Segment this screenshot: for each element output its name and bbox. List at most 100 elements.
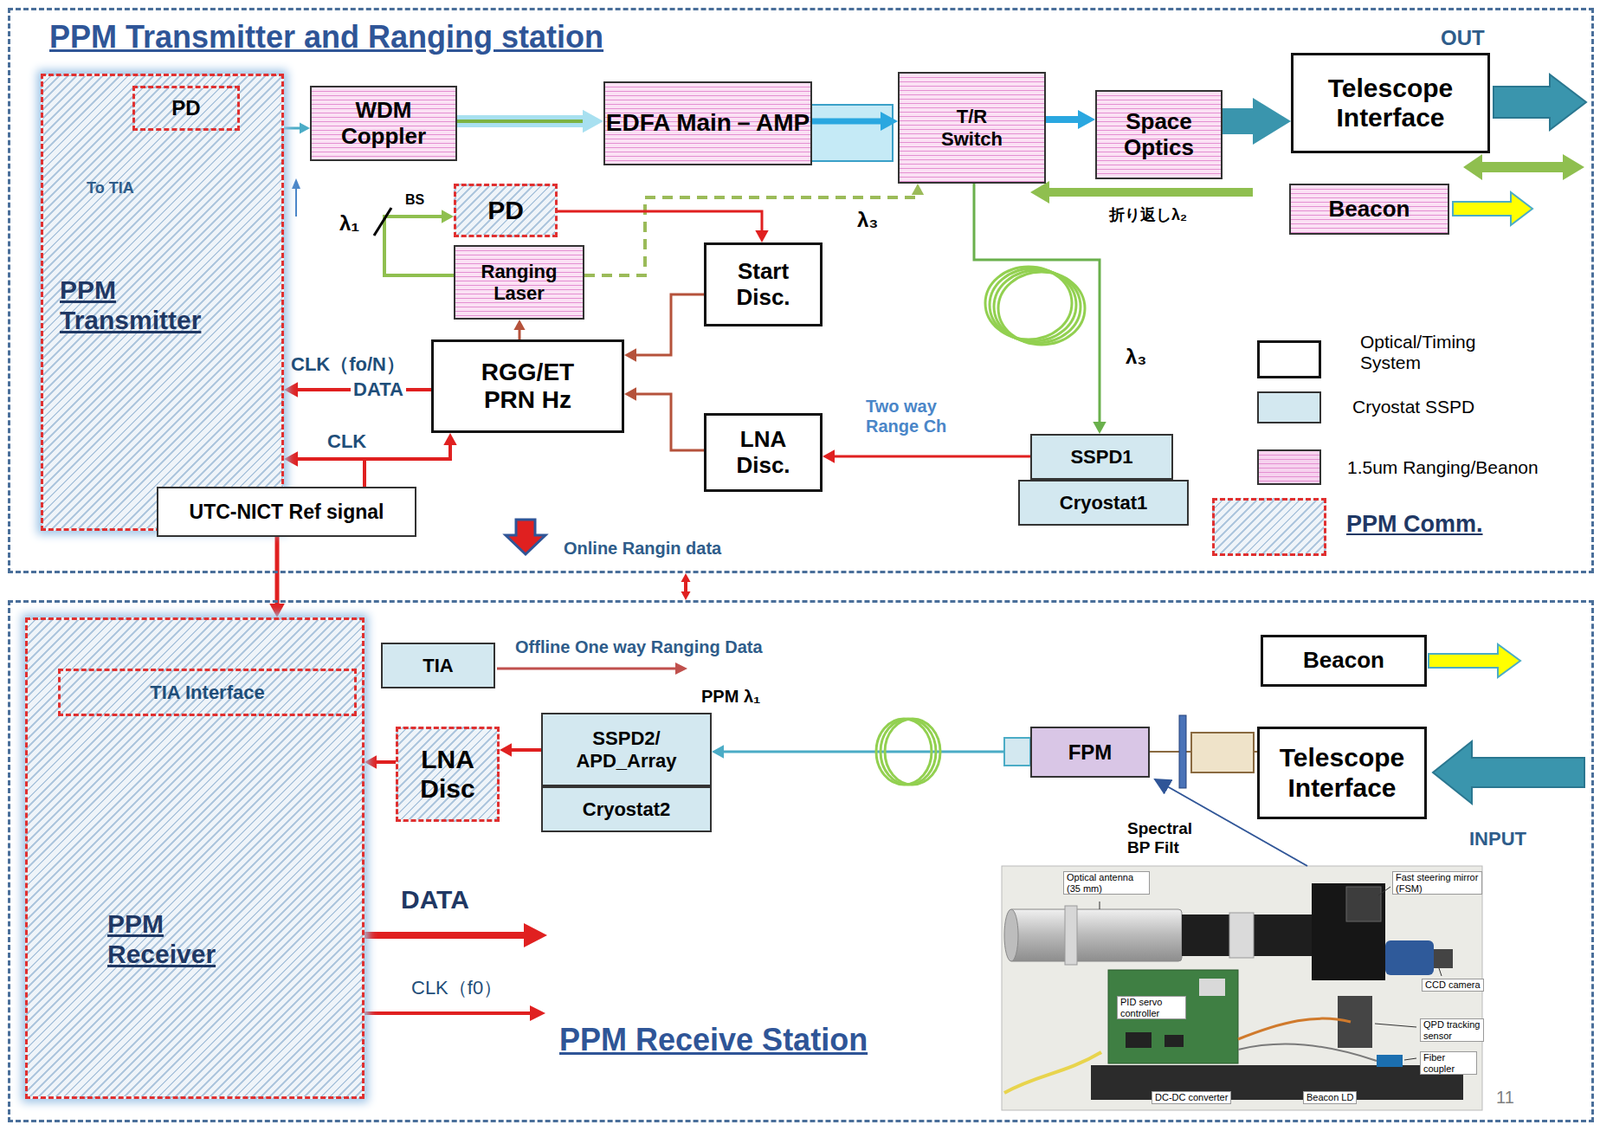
device-photo [1374,1023,1417,1027]
box-label: T/R Switch [930,105,1013,150]
discriminator-box: Start Disc. [703,242,823,327]
heading-text: PPM Transmitter and Ranging station [49,19,604,55]
arrow-head [754,230,768,243]
device-photo [1378,886,1391,896]
heading-text: PPM Receiver [107,909,272,969]
connector-line [832,455,1031,459]
double-arrow [1463,154,1585,181]
offline-arrow [675,662,688,675]
arrow-head [283,451,298,467]
arrow-head [364,754,377,768]
device-photo [1199,978,1226,996]
wavelength-label: λ₃ [1125,344,1147,369]
thin-arrow [291,178,301,189]
detector-box: SSPD2/ APD_Array [541,712,712,787]
tia-box: TIA [380,642,496,689]
discriminator-box: LNA Disc [395,726,500,822]
input-arrow [1432,741,1585,804]
connector [283,451,365,487]
connector [499,742,542,756]
fiber-coil [876,718,941,785]
thin-arrow [291,178,301,217]
device-photo [1001,865,1483,1110]
connector [1222,97,1291,145]
box-label: TIA Interface [149,681,265,704]
fiber-coil [884,718,941,785]
device-photo [1125,1032,1152,1048]
connector [624,387,704,451]
edge-label: DATA [350,378,407,400]
device-photo [1008,909,1182,962]
photo-callout: Fiber coupler [1419,1051,1478,1075]
down-arrow [505,519,546,555]
connector-line [509,748,542,752]
optic-tube [1191,732,1254,773]
device-photo [1404,1058,1417,1060]
device-photo [1238,1018,1351,1039]
box-label: UTC-NICT Ref signal [189,500,385,523]
beacon-arrow [1428,644,1521,678]
signal-label: CLK（f0） [411,976,503,999]
device-photo [1376,1054,1403,1067]
box-label: PD [171,96,200,121]
wavelength-label: PPM λ₁ [701,686,761,707]
telescope-box: Telescope Interface [1257,726,1427,820]
connector [513,319,525,340]
photodiode-box: PD [453,183,558,238]
photo-callout: QPD tracking sensor [1419,1018,1484,1042]
device-photo [1438,967,1442,976]
box-label: RGG/ET PRN Hz [463,358,594,414]
connector [711,744,1031,758]
connector [1045,109,1096,130]
photodiode-box: PD [132,85,240,131]
connector-line [683,580,688,594]
box-label: PD [487,195,524,226]
page-number: 11 [1496,1087,1515,1108]
photo-callout: Optical antenna (35 mm) [1063,870,1150,895]
amplifier-box: EDFA Main－AMP [603,81,813,166]
box-label: Ranging Laser [464,260,574,305]
direction-label: INPUT [1469,827,1527,850]
arrow-head [681,591,691,600]
discriminator-box: LNA Disc. [703,412,823,492]
photo-callout: Fast steering mirror (FSM) [1392,870,1483,895]
cryostat-box: Cryostat2 [541,786,712,833]
connector [812,111,898,131]
laser-box: Ranging Laser [453,245,585,320]
beacon-box: Beacon [1289,183,1450,235]
signal-label: To TIA [86,179,135,198]
detector-box: SSPD1 [1030,433,1174,480]
wavelength-label: λ₁ [339,211,360,236]
connector-line [557,211,762,233]
box-label: TIA [422,654,453,677]
connector [457,109,604,133]
connector-line [812,118,884,125]
cryostat-box: Cryostat1 [1018,479,1189,526]
beacon-box: Beacon [1260,634,1427,687]
connector [269,530,285,618]
fiber-coil [880,718,936,785]
box-label: Telescope Interface [1303,73,1478,134]
thin-arrow [295,187,297,217]
transmitter-module: PPM TransmitterPD [40,73,284,531]
beacon-arrow [1452,192,1533,226]
arrow-head [880,111,898,131]
offline-arrow [496,667,678,671]
legend-label: Optical/Timing System [1360,331,1504,374]
device-photo [1337,995,1373,1048]
clock-arrow [364,1011,533,1015]
photo-callout: Beacon LD [1303,1090,1357,1104]
arrow-head [269,603,285,618]
box-label: Beacon [1329,196,1411,223]
arrow-head [911,183,924,195]
connector-line [1045,116,1082,123]
arrow-head [624,348,637,362]
device-photo [1229,912,1254,958]
device-photo [1108,969,1239,1064]
interface-box: TIA Interface [58,668,357,717]
legend-swatch [1212,497,1327,556]
connector-line [283,127,302,130]
arrow-head [1252,97,1291,145]
device-photo [1238,1044,1377,1061]
